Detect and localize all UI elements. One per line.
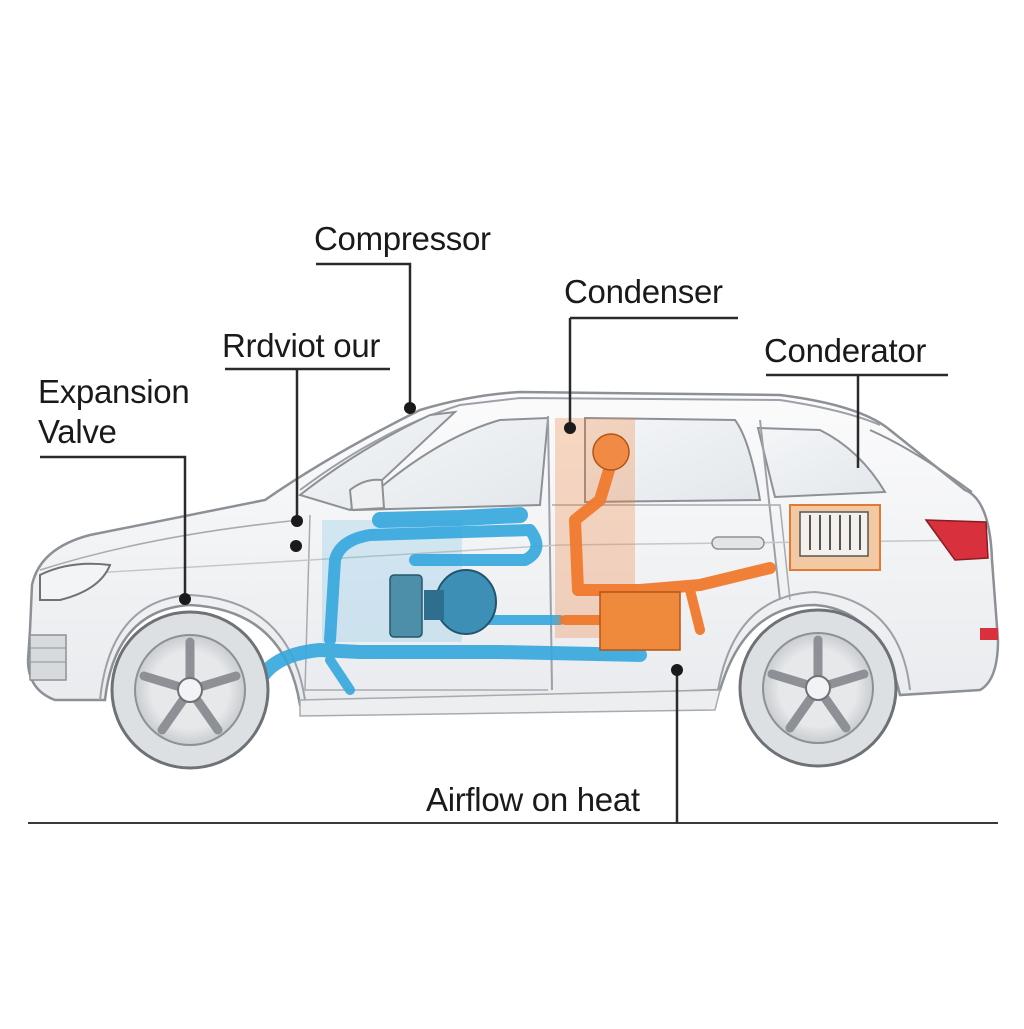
windshield	[297, 410, 458, 512]
quarter-window	[756, 426, 887, 499]
headlight-icon	[39, 562, 112, 601]
leader-dots	[179, 402, 683, 676]
door-handle	[711, 536, 765, 550]
label-expansion-valve: Expansion Valve	[38, 372, 190, 452]
leader-compressor	[316, 262, 412, 407]
leader-lines	[40, 262, 948, 823]
label-compressor: Compressor	[314, 220, 491, 257]
hot-refrigerant-lines	[560, 454, 776, 635]
label-conderator: Conderator	[764, 332, 927, 369]
label-expansion-line1: Expansion	[38, 373, 190, 410]
label-rrdviot-our: Rrdviot our	[222, 327, 381, 364]
taillight-icon	[924, 519, 989, 561]
label-expansion-line2: Valve	[38, 413, 117, 450]
front-wheel-icon	[110, 610, 270, 770]
side-mirror	[348, 478, 386, 512]
label-airflow-on-heat: Airflow on heat	[426, 781, 640, 818]
heater-core	[789, 504, 881, 571]
leader-expansion	[40, 455, 187, 598]
rear-window	[584, 416, 762, 504]
car-body	[26, 390, 1000, 717]
condenser-unit	[592, 433, 681, 651]
compressor-unit	[389, 569, 497, 638]
rear-wheel-icon	[738, 608, 898, 768]
grille	[29, 634, 67, 681]
label-condenser: Condenser	[564, 273, 723, 310]
